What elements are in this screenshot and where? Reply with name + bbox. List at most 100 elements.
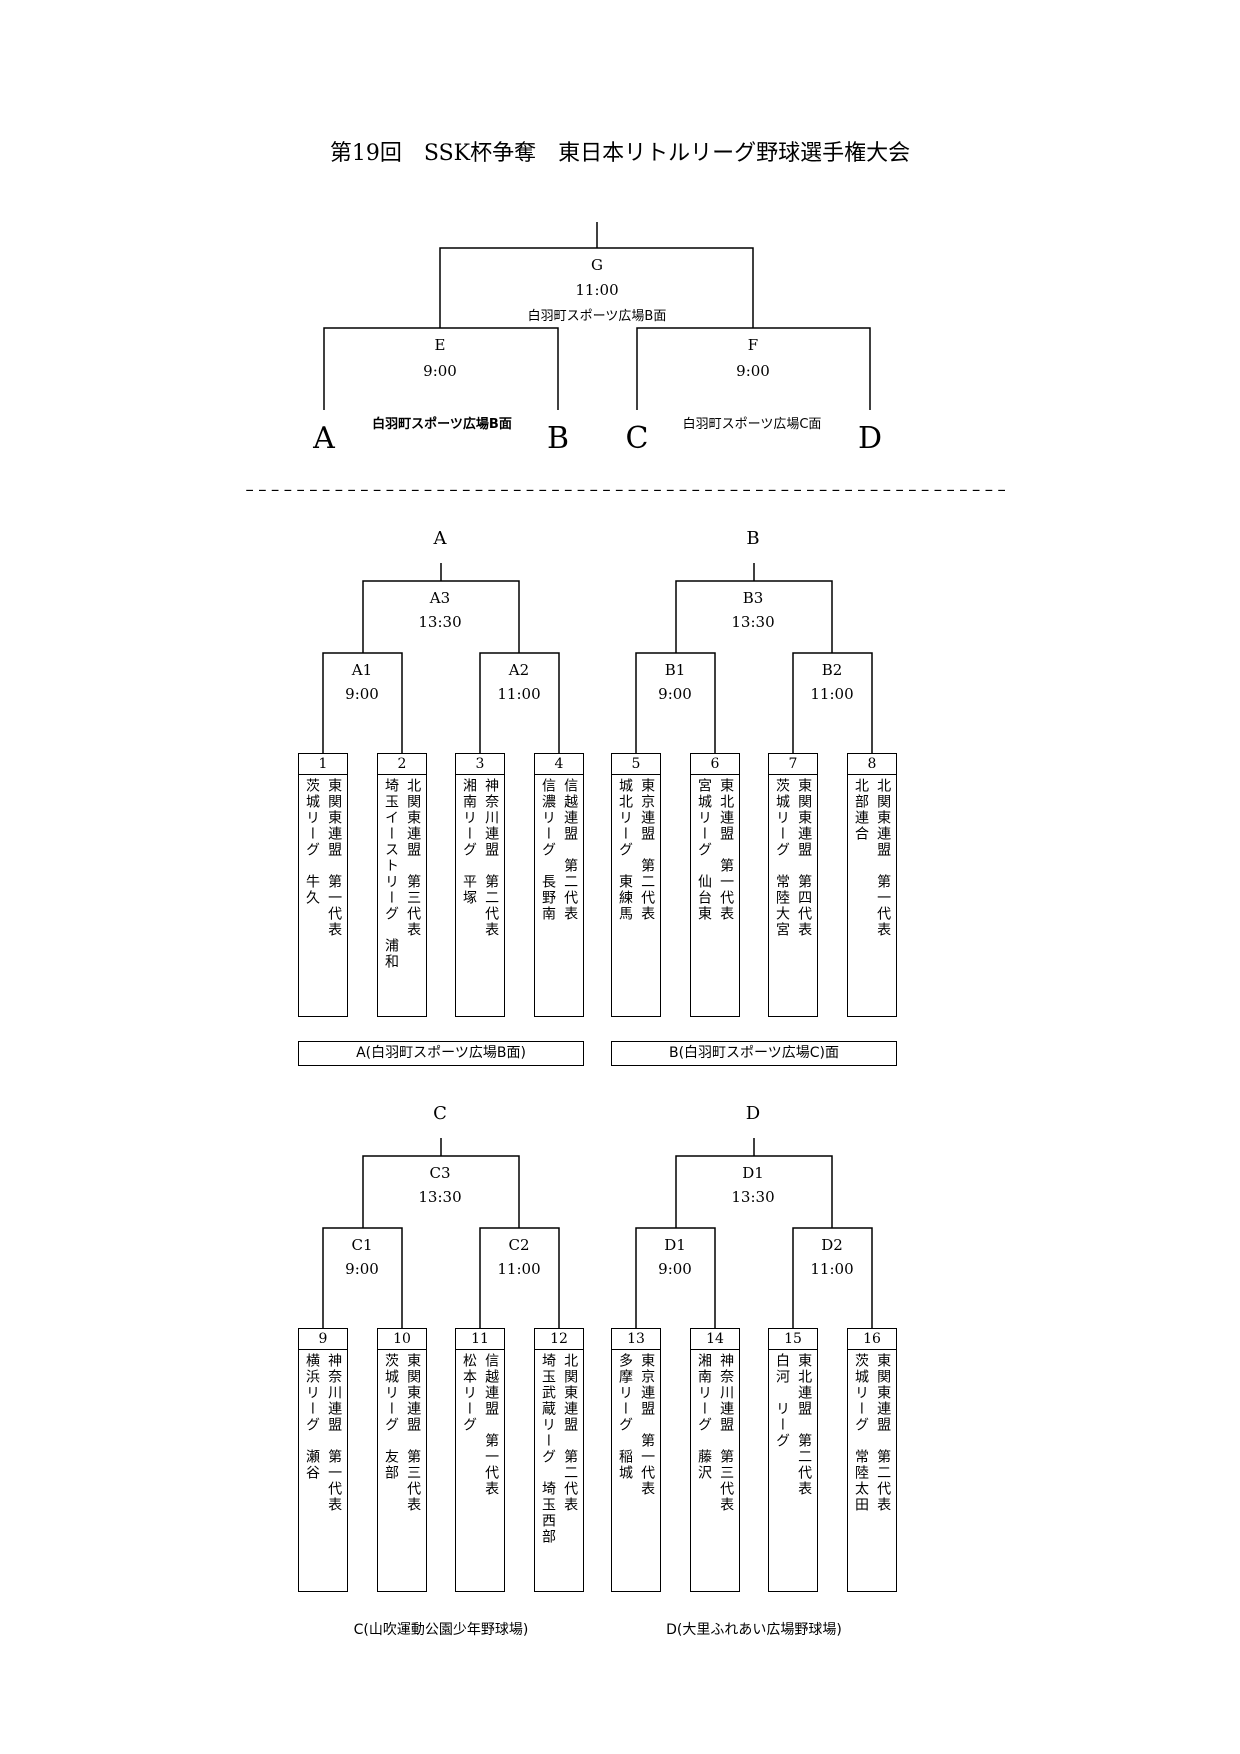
team-name: 茨城リーグ 友部	[383, 1353, 399, 1481]
team-number: 5	[612, 754, 660, 775]
team-number: 8	[848, 754, 896, 775]
team-name: 信濃リーグ 長野南	[540, 778, 556, 922]
block-b-top-label: B3	[742, 589, 764, 607]
block-c-right-label: C2	[508, 1236, 530, 1254]
team-number: 15	[769, 1329, 817, 1350]
team-number: 16	[848, 1329, 896, 1350]
team-slot: 15 東北連盟 第二代表白河 リーグ	[768, 1328, 818, 1592]
match-e-time: 9:00	[423, 362, 457, 380]
block-b-right-match-line	[792, 652, 873, 753]
block-c-left-time: 9:00	[345, 1260, 379, 1278]
team-name: 茨城リーグ 常陸大宮	[774, 778, 790, 938]
team-number: 7	[769, 754, 817, 775]
final-slot-c: C	[625, 421, 649, 456]
block-a-top-time: 13:30	[418, 613, 462, 631]
block-d-right-time: 11:00	[810, 1260, 854, 1278]
block-d-top-label: D1	[742, 1164, 764, 1182]
block-d-right-match-line	[792, 1227, 873, 1328]
team-slot: 14 神奈川連盟 第三代表湘南リーグ 藤沢	[690, 1328, 740, 1592]
team-league: 東北連盟 第一代表	[718, 778, 735, 922]
team-slot: 12 北関東連盟 第二代表埼玉武蔵リーグ 埼玉西部	[534, 1328, 584, 1592]
block-c-venue: C(山吹運動公園少年野球場)	[353, 1622, 529, 1638]
block-b-left-match-line	[635, 652, 716, 753]
team-name: 宮城リーグ 仙台東	[696, 778, 712, 922]
block-b-venue: B(白羽町スポーツ広場C)面	[611, 1041, 897, 1066]
block-a-left-match-line	[322, 652, 403, 753]
block-b-top-time: 13:30	[731, 613, 775, 631]
match-e-venue: 白羽町スポーツ広場B面	[372, 417, 512, 432]
team-slot: 11 信越連盟 第一代表松本リーグ	[455, 1328, 505, 1592]
block-d-left-match-line	[635, 1227, 716, 1328]
block-d-left-label: D1	[664, 1236, 686, 1254]
final-slot-a: A	[313, 421, 335, 456]
team-name: 横浜リーグ 瀬谷	[304, 1353, 320, 1481]
block-c-top-match-line	[362, 1155, 520, 1228]
match-g-label: G	[591, 256, 603, 274]
team-league: 北関東連盟 第三代表	[405, 778, 422, 938]
team-league: 神奈川連盟 第一代表	[326, 1353, 343, 1513]
page-title: 第19回 SSK杯争奪 東日本リトルリーグ野球選手権大会	[329, 141, 911, 166]
match-g-time: 11:00	[575, 281, 619, 299]
block-a-right-time: 11:00	[497, 685, 541, 703]
block-d-top-match-line	[675, 1155, 833, 1228]
match-f-venue: 白羽町スポーツ広場C面	[682, 417, 822, 432]
team-slot: 13 東京連盟 第一代表多摩リーグ 稲城	[611, 1328, 661, 1592]
team-league: 東京連盟 第一代表	[639, 1353, 656, 1497]
block-d-right-label: D2	[821, 1236, 843, 1254]
team-name: 埼玉武蔵リーグ 埼玉西部	[540, 1353, 556, 1545]
team-slot: 6 東北連盟 第一代表宮城リーグ 仙台東	[690, 753, 740, 1017]
team-name: 城北リーグ 東練馬	[617, 778, 633, 922]
team-number: 10	[378, 1329, 426, 1350]
block-b-left-label: B1	[664, 661, 686, 679]
team-number: 1	[299, 754, 347, 775]
team-league: 東京連盟 第二代表	[639, 778, 656, 922]
block-c-top-time: 13:30	[418, 1188, 462, 1206]
team-name: 多摩リーグ 稲城	[617, 1353, 633, 1481]
team-name: 北部連合	[853, 778, 869, 842]
team-league: 北関東連盟 第二代表	[562, 1353, 579, 1513]
team-name: 松本リーグ	[461, 1353, 477, 1433]
team-name: 茨城リーグ 常陸太田	[853, 1353, 869, 1513]
block-c-top-label: C3	[429, 1164, 451, 1182]
block-a-title: A	[433, 528, 447, 549]
team-league: 神奈川連盟 第二代表	[483, 778, 500, 938]
block-b-right-time: 11:00	[810, 685, 854, 703]
team-league: 東北連盟 第二代表	[796, 1353, 813, 1497]
team-number: 14	[691, 1329, 739, 1350]
block-a-top-match-line	[362, 580, 520, 653]
team-number: 12	[535, 1329, 583, 1350]
block-a-left-label: A1	[351, 661, 373, 679]
team-number: 9	[299, 1329, 347, 1350]
team-name: 湘南リーグ 平塚	[461, 778, 477, 906]
team-slot: 7 東関東連盟 第四代表茨城リーグ 常陸大宮	[768, 753, 818, 1017]
match-g-venue: 白羽町スポーツ広場B面	[527, 309, 667, 324]
team-league: 北関東連盟 第一代表	[875, 778, 892, 938]
block-b-left-time: 9:00	[658, 685, 692, 703]
match-e-label: E	[434, 336, 446, 354]
team-slot: 5 東京連盟 第二代表城北リーグ 東練馬	[611, 753, 661, 1017]
block-a-venue: A(白羽町スポーツ広場B面)	[298, 1041, 584, 1066]
team-name: 湘南リーグ 藤沢	[696, 1353, 712, 1481]
team-league: 信越連盟 第一代表	[483, 1353, 500, 1497]
team-league: 東関東連盟 第一代表	[326, 778, 343, 938]
match-f-label: F	[747, 336, 759, 354]
team-number: 6	[691, 754, 739, 775]
block-a-right-label: A2	[508, 661, 530, 679]
team-number: 2	[378, 754, 426, 775]
block-c-left-label: C1	[351, 1236, 373, 1254]
block-d-venue: D(大里ふれあい広場野球場)	[666, 1622, 842, 1638]
team-slot: 3 神奈川連盟 第二代表湘南リーグ 平塚	[455, 753, 505, 1017]
team-slot: 9 神奈川連盟 第一代表横浜リーグ 瀬谷	[298, 1328, 348, 1592]
team-name: 茨城リーグ 牛久	[304, 778, 320, 906]
block-c-left-match-line	[322, 1227, 403, 1328]
team-slot: 2 北関東連盟 第三代表埼玉イーストリーグ 浦和	[377, 753, 427, 1017]
team-league: 信越連盟 第二代表	[562, 778, 579, 922]
block-d-top-time: 13:30	[731, 1188, 775, 1206]
team-league: 神奈川連盟 第三代表	[718, 1353, 735, 1513]
block-a-top-label: A3	[429, 589, 451, 607]
team-slot: 8 北関東連盟 第一代表北部連合	[847, 753, 897, 1017]
match-f-time: 9:00	[736, 362, 770, 380]
final-slot-d: D	[857, 421, 883, 456]
team-slot: 1 東関東連盟 第一代表茨城リーグ 牛久	[298, 753, 348, 1017]
